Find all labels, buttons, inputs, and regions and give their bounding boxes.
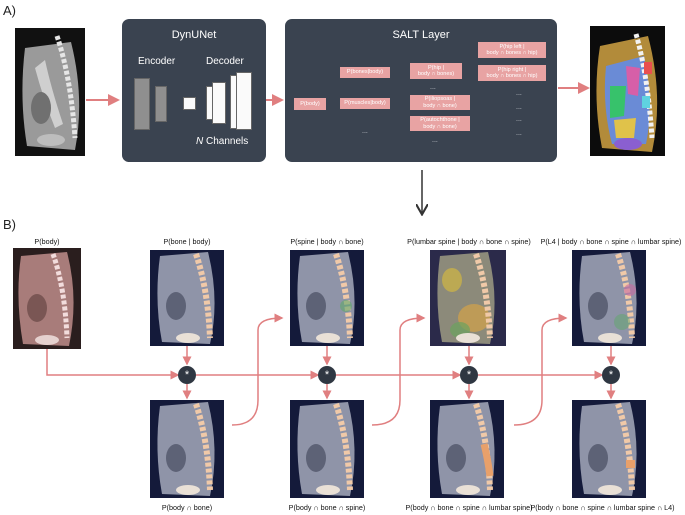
node-body: P(body) [294, 98, 326, 110]
scan-l4-probability [572, 250, 646, 346]
node-iliopsoas: P(iliopsoas | body ∩ bone) [410, 95, 470, 110]
bottleneck-block [183, 97, 196, 110]
top-caption-lumbar-spine: P(lumbar spine | body ∩ bone ∩ spine) [407, 237, 531, 246]
panel-b-label: B) [3, 217, 16, 232]
bottom-caption-lumbar: P(body ∩ bone ∩ spine ∩ lumbar spine) [405, 503, 533, 512]
node-hip-left-line1: P(hip left | [499, 43, 525, 50]
top-caption-spine: P(spine | body ∩ bone) [290, 237, 364, 246]
node-muscles: P(muscles|body) [340, 98, 390, 109]
ellipsis: ... [516, 90, 522, 97]
decoder-block-2 [212, 82, 226, 124]
channels-label: N Channels [196, 136, 248, 147]
dynunet-title: DynUNet [171, 29, 217, 41]
node-hip-line1: P(hip | [427, 64, 445, 71]
bottom-caption-body-bone: P(body ∩ bone) [161, 503, 213, 512]
node-hip-left: P(hip left | body ∩ bones ∩ hip) [478, 42, 546, 58]
node-hip-right-line2: body ∩ bones ∩ hip) [486, 73, 538, 79]
output-segmentation-image [590, 26, 665, 156]
ellipsis: ... [430, 84, 436, 91]
node-hip: P(hip | body ∩ bones) [410, 63, 462, 79]
scan-body-bone-spine [290, 400, 364, 498]
encoder-label: Encoder [138, 56, 176, 67]
scan-lumbar-spine-probability [430, 250, 506, 346]
top-caption-bone: P(bone | body) [163, 237, 211, 246]
bottom-caption-body-bone-spine: P(body ∩ bone ∩ spine) [288, 503, 366, 512]
node-autochthone-line2: body ∩ bone) [423, 123, 457, 130]
encoder-block-2 [155, 86, 167, 122]
node-hip-line2: body ∩ bones) [417, 71, 455, 77]
channels-text: Channels [203, 136, 249, 147]
top-caption-body: P(body) [34, 237, 60, 246]
node-iliopsoas-line2: body ∩ bone) [423, 102, 457, 109]
multiply-node: * [178, 366, 196, 384]
scan-spine-probability [290, 250, 364, 346]
multiply-node: * [318, 366, 336, 384]
ellipsis: ... [362, 128, 368, 135]
multiply-node: * [602, 366, 620, 384]
multiply-node: * [460, 366, 478, 384]
node-hip-left-line2: body ∩ bones ∩ hip) [486, 50, 538, 56]
panel-a-label: A) [3, 3, 16, 18]
node-autochthone: P(autochthone | body ∩ bone) [410, 116, 470, 131]
decoder-label: Decoder [206, 56, 244, 67]
ellipsis: ... [516, 104, 522, 111]
node-autochthone-line1: P(autochthone | [420, 117, 460, 124]
node-hip-right-line1: P(hip right | [497, 66, 527, 73]
channels-n: N [196, 136, 204, 147]
ellipsis: ... [516, 130, 522, 137]
bottom-caption-l4: P(body ∩ bone ∩ spine ∩ lumbar spine ∩ L… [530, 503, 675, 512]
salt-title: SALT Layer [392, 29, 450, 41]
scan-body-probability [13, 248, 81, 349]
scan-body-bone-spine-lumbar-l4 [572, 400, 646, 498]
ellipsis: ... [432, 137, 438, 144]
top-caption-l4: P(L4 | body ∩ bone ∩ spine ∩ lumbar spin… [540, 237, 682, 246]
node-iliopsoas-line1: P(iliopsoas | [424, 96, 456, 103]
decoder-block-4 [236, 72, 252, 130]
scan-body-and-bone [150, 400, 224, 498]
node-bones: P(bones|body) [340, 67, 390, 78]
encoder-block-1 [134, 78, 150, 130]
scan-body-bone-spine-lumbar [430, 400, 504, 498]
node-hip-right: P(hip right | body ∩ bones ∩ hip) [478, 65, 546, 81]
ellipsis: ... [516, 116, 522, 123]
scan-bone-probability [150, 250, 224, 346]
input-ct-image [15, 28, 85, 156]
